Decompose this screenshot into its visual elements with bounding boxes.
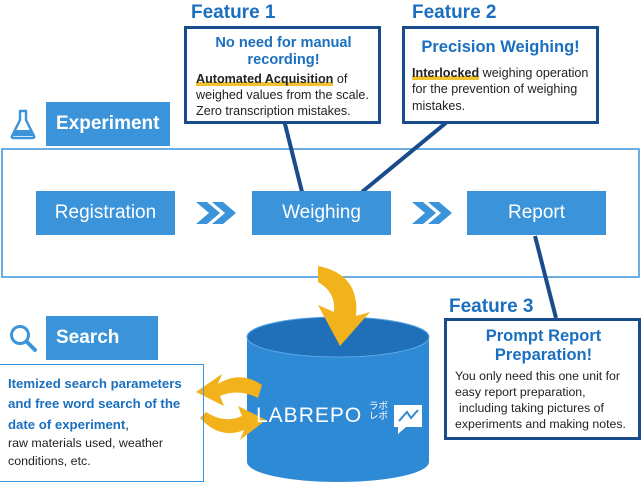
feature3-heading-line2: Preparation! — [494, 345, 593, 364]
feature2-highlight: Interlocked — [412, 65, 480, 80]
feature3-heading-line1: Prompt Report — [485, 327, 602, 345]
feature2-text1: weighing operation — [479, 65, 589, 80]
feature3-text4: experiments and making notes. — [455, 416, 626, 431]
feature1-description: Automated Acquisition of weighed values … — [196, 71, 371, 120]
feature1-highlight: Automated Acquisition — [196, 71, 334, 86]
search-text2: and free word search of the — [8, 396, 181, 412]
feature2-description: Interlocked weighing operation for the p… — [412, 65, 589, 114]
down-curved-arrow — [318, 266, 370, 346]
feature2-text2: for the prevention of weighing — [412, 82, 578, 97]
chevron-arrow-2 — [412, 202, 452, 224]
feature2-connector — [360, 120, 449, 194]
search-text4: raw materials used, weather — [8, 436, 163, 451]
feature3-text3: including taking pictures of — [459, 400, 604, 415]
search-description: Itemized search parameters and free word… — [0, 364, 204, 482]
feature3-callout: Prompt Report Preparation! You only need… — [444, 318, 641, 440]
step-registration: Registration — [36, 191, 175, 235]
labrepo-logo-kana-bottom: レポ — [369, 411, 389, 423]
feature2-text3: mistakes. — [412, 98, 466, 113]
feature1-heading-line1: No need for manual — [215, 35, 352, 51]
labrepo-logo-kana: ラボ レポ — [369, 401, 389, 423]
search-text3: date of experiment — [8, 416, 126, 432]
labrepo-logo: LABREPO — [256, 404, 363, 427]
feature1-text2: weighed values from the scale. — [196, 87, 369, 102]
search-arrow-left — [196, 374, 262, 406]
feature1-text1: of — [333, 71, 348, 86]
labrepo-logo-kana-top: ラボ — [369, 401, 389, 412]
flask-icon — [0, 102, 46, 146]
feature1-heading-line2: recording! — [247, 51, 320, 68]
experiment-badge: Experiment — [0, 102, 170, 146]
feature3-text2: easy report preparation, — [455, 384, 586, 399]
feature3-description: You only need this one unit for easy rep… — [455, 369, 632, 433]
search-text3-rest: , — [125, 416, 129, 432]
feature3-text1: You only need this one unit for — [455, 368, 620, 383]
feature1-label: Feature 1 — [191, 2, 276, 23]
step-report: Report — [467, 191, 606, 235]
feature1-callout: No need for manual recording! Automated … — [184, 26, 381, 124]
feature1-heading: No need for manual recording! — [196, 35, 371, 69]
feature2-heading: Precision Weighing! — [421, 38, 580, 56]
search-label: Search — [56, 327, 120, 348]
magnifier-icon — [0, 316, 46, 360]
search-arrow-right — [200, 406, 266, 440]
search-text1: Itemized search parameters — [8, 376, 182, 391]
search-badge: Search — [0, 316, 158, 360]
feature3-label: Feature 3 — [449, 296, 534, 317]
feature1-connector — [282, 119, 304, 193]
feature3-heading: Prompt Report Preparation! — [455, 327, 632, 365]
feature2-callout: Precision Weighing! Interlocked weighing… — [402, 26, 599, 124]
feature1-text3: Zero transcription mistakes. — [196, 104, 351, 119]
experiment-label: Experiment — [56, 113, 160, 134]
feature3-connector — [533, 235, 558, 319]
feature2-label: Feature 2 — [412, 2, 497, 23]
step-weighing: Weighing — [252, 191, 391, 235]
chevron-arrow-1 — [196, 202, 236, 224]
search-text5: conditions, etc. — [8, 453, 91, 468]
chat-bubble-icon — [394, 405, 422, 434]
